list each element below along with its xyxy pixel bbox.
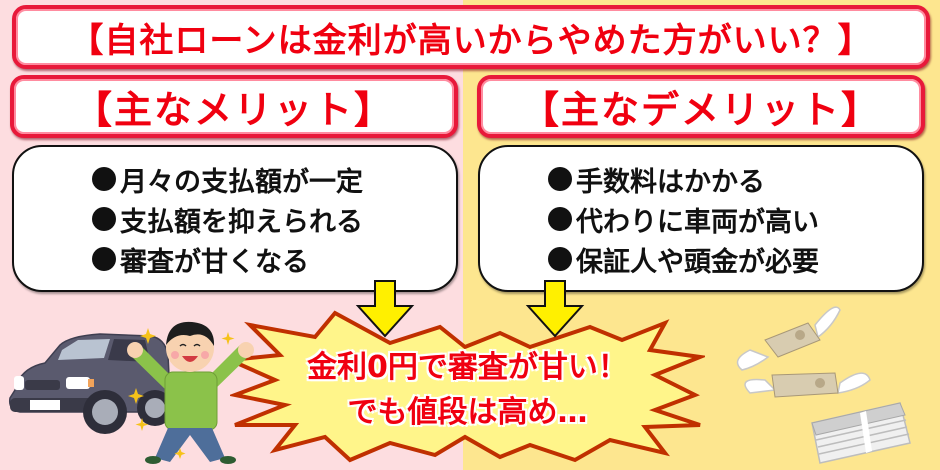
bullet-icon [548,207,572,231]
merit-heading: 【主なメリット】 [10,75,458,138]
bullet-icon [92,207,116,231]
starburst-callout [230,310,705,463]
merit-item-text: 月々の支払額が一定 [120,166,363,198]
demerit-heading: 【主なデメリット】 [477,75,925,138]
bullet-icon [92,167,116,191]
flying-money-illustration [736,306,911,464]
sparkle-icon [128,328,235,459]
list-item: 月々の支払額が一定 [14,159,456,199]
demerit-item-text: 保証人や頭金が必要 [576,246,819,278]
bullet-icon [548,167,572,191]
merit-item-text: 支払額を抑えられる [120,206,363,238]
demerit-heading-text: 【主なデメリット】 [520,88,881,132]
bullet-icon [548,247,572,271]
car-and-happy-man-illustration [8,321,254,464]
banknote-stack-icon [811,402,911,464]
starburst-text: 金利0円で審査が甘い！ でも値段は高め… [230,345,705,435]
starburst-line-1: 金利0円で審査が甘い！ [307,350,628,385]
demerit-item-text: 代わりに車両が高い [576,206,819,238]
list-item: 手数料はかかる [480,159,922,199]
bullet-icon [92,247,116,271]
merit-list: 月々の支払額が一定 支払額を抑えられる 審査が甘くなる [12,145,458,292]
page-title-text: 【自社ローンは金利が高いからやめた方がいい？】 [69,20,873,61]
car-icon [8,333,173,434]
down-arrow-icon [525,280,585,338]
list-item: 審査が甘くなる [14,239,456,279]
list-item: 支払額を抑えられる [14,199,456,239]
winged-banknote-icon [736,306,841,371]
starburst-line-2: でも値段は高め… [347,395,588,430]
list-item: 代わりに車両が高い [480,199,922,239]
page-title: 【自社ローンは金利が高いからやめた方がいい？】 [12,5,930,69]
list-item: 保証人や頭金が必要 [480,239,922,279]
demerit-list: 手数料はかかる 代わりに車両が高い 保証人や頭金が必要 [478,145,924,292]
down-arrow-icon [355,280,415,338]
merit-heading-text: 【主なメリット】 [73,88,394,132]
happy-man-icon [127,321,254,464]
demerit-item-text: 手数料はかかる [576,166,765,198]
merit-item-text: 審査が甘くなる [120,246,309,278]
winged-banknote-icon [744,372,871,398]
